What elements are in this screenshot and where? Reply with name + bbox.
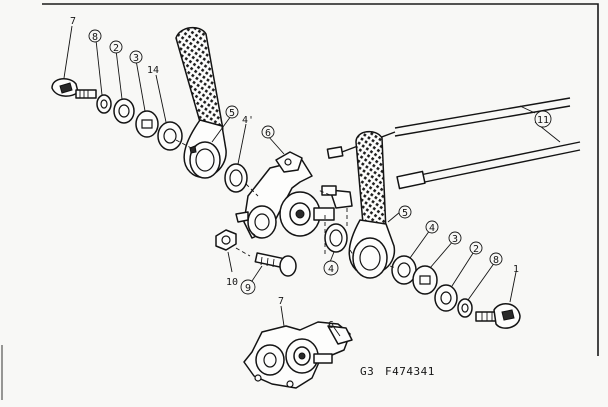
lower-shift-lever	[348, 130, 396, 279]
bolt-9	[254, 252, 297, 277]
callout-10: 10	[226, 277, 238, 288]
callout-3-lower: 3	[452, 234, 458, 245]
drawing-footer: G3 F474341	[360, 365, 435, 378]
callout-8-lower: 8	[493, 255, 499, 266]
part-number: F474341	[385, 365, 435, 378]
nut-10	[215, 229, 237, 251]
callout-labels: 7 8 2 3 14 5 4' 6 11 5 4 3 2 8 1 4 10 9 …	[70, 16, 552, 331]
assembly-7	[243, 321, 353, 389]
callout-4-center: 4	[328, 264, 334, 275]
callout-5-lower: 5	[402, 208, 408, 219]
callout-2-lower: 2	[473, 244, 479, 255]
callout-3-top: 3	[133, 53, 139, 64]
bracket-assembly-6	[235, 151, 353, 239]
callout-6-top: 6	[265, 128, 271, 139]
callout-9: 9	[245, 283, 251, 294]
callout-5-top: 5	[229, 108, 235, 119]
upper-shift-lever	[175, 26, 227, 179]
callout-4-lower: 4	[429, 223, 435, 234]
callout-2-top: 2	[113, 43, 119, 54]
callout-7-bottom: 7	[278, 296, 284, 307]
shift-cables	[326, 97, 581, 190]
callout-14: 14	[147, 65, 159, 76]
section-code: G3	[360, 365, 374, 378]
callout-8-top: 8	[92, 32, 98, 43]
lower-right-parts	[391, 255, 521, 329]
callout-1: 1	[513, 264, 519, 275]
callout-11: 11	[537, 115, 549, 126]
upper-left-parts	[51, 78, 183, 151]
assembly-axis-lines	[175, 139, 397, 269]
drawing-border	[42, 3, 599, 356]
leader-lines	[63, 25, 561, 337]
callout-4-prime: 4'	[242, 115, 254, 126]
callout-6-bottom: 6	[328, 320, 334, 331]
callout-7-top: 7	[70, 16, 76, 27]
